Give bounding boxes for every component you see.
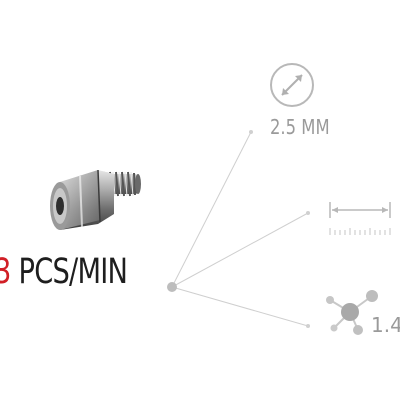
connector-line-top [171,131,252,288]
speed-text: 3 PCS/MIN [0,252,128,292]
connector-hub [167,282,177,292]
diameter-circle-icon [270,63,314,107]
length-ruler-icon [329,202,391,235]
screw-end-face [50,182,70,230]
connector-end-dot-top [249,130,253,134]
threaded-standoff-screw-icon [50,169,141,230]
screw-hex-body [60,169,114,230]
speed-unit-label: PCS/MIN [18,252,128,292]
molecule-icon [326,290,378,335]
connector-line-middle [171,212,309,288]
molecule-label: 1.4 [371,313,400,337]
connector-end-dot-bottom [306,324,310,328]
connector-end-dot-middle [306,211,310,215]
speed-value: 3 [0,252,11,292]
connector-line-bottom [171,286,309,327]
diameter-label: 2.5 MM [270,115,330,139]
